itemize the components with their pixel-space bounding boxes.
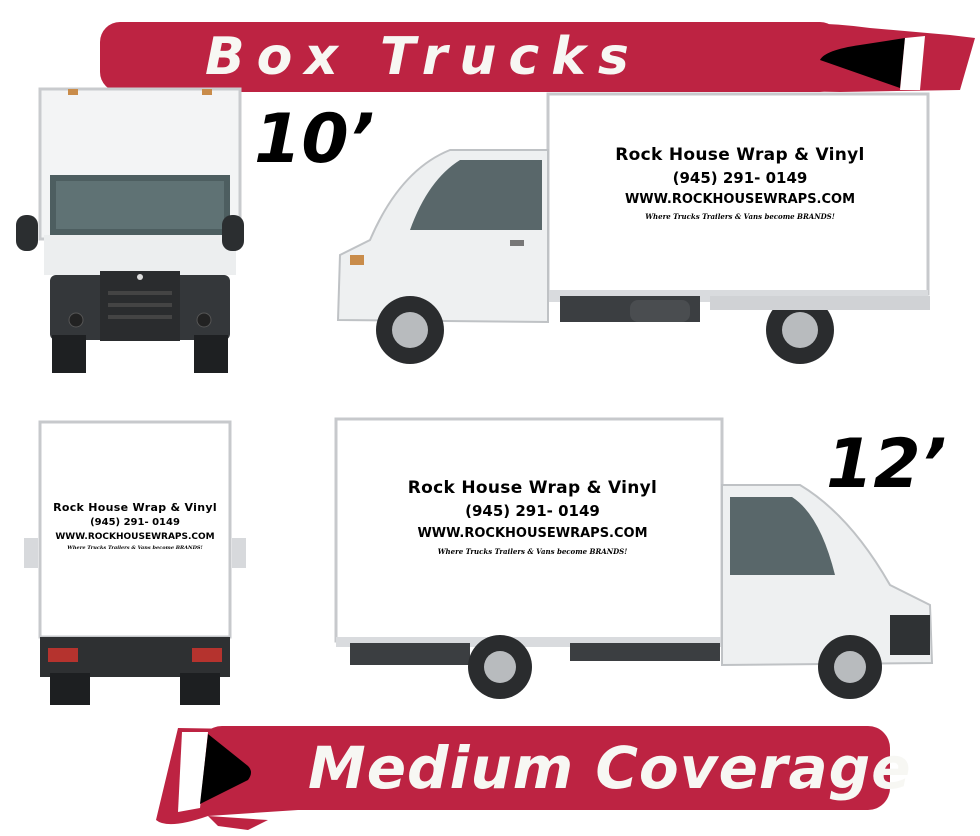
vehicle-sign-12ft-side: Rock House Wrap & Vinyl (945) 291- 0149 … <box>395 476 670 558</box>
company-phone: (945) 291- 0149 <box>465 502 600 520</box>
size-label-10ft: 10’ <box>254 100 375 179</box>
company-url: WWW.ROCKHOUSEWRAPS.COM <box>55 532 215 542</box>
size-label-12ft: 12’ <box>826 425 947 504</box>
paint-brush-stroke-icon <box>730 23 975 92</box>
header-banner <box>100 22 840 92</box>
vehicle-sign-10ft-side: Rock House Wrap & Vinyl (945) 291- 0149 … <box>600 143 880 223</box>
company-name: Rock House Wrap & Vinyl <box>407 478 658 498</box>
company-tagline: Where Trucks Trailers & Vans become BRAN… <box>437 547 628 556</box>
truck-side-view-12ft <box>334 417 934 699</box>
paint-brush-stroke-icon <box>156 728 298 830</box>
company-phone: (945) 291- 0149 <box>90 517 180 528</box>
company-name: Rock House Wrap & Vinyl <box>53 501 217 514</box>
header-title: Box Trucks <box>205 27 641 87</box>
footer-title: Medium Coverage <box>308 734 912 802</box>
company-tagline: Where Trucks Trailers & Vans become BRAN… <box>67 545 203 551</box>
company-phone: (945) 291- 0149 <box>672 169 808 187</box>
truck-side-view-10ft <box>336 92 930 364</box>
company-url: WWW.ROCKHOUSEWRAPS.COM <box>624 192 856 207</box>
company-tagline: Where Trucks Trailers & Vans become BRAN… <box>645 212 835 221</box>
vehicle-sign-12ft-rear: Rock House Wrap & Vinyl (945) 291- 0149 … <box>40 500 230 552</box>
company-url: WWW.ROCKHOUSEWRAPS.COM <box>417 526 648 541</box>
truck-rear-view-12ft <box>24 420 246 705</box>
company-name: Rock House Wrap & Vinyl <box>615 145 865 165</box>
footer-banner <box>200 726 890 810</box>
truck-front-view-10ft <box>16 87 244 373</box>
